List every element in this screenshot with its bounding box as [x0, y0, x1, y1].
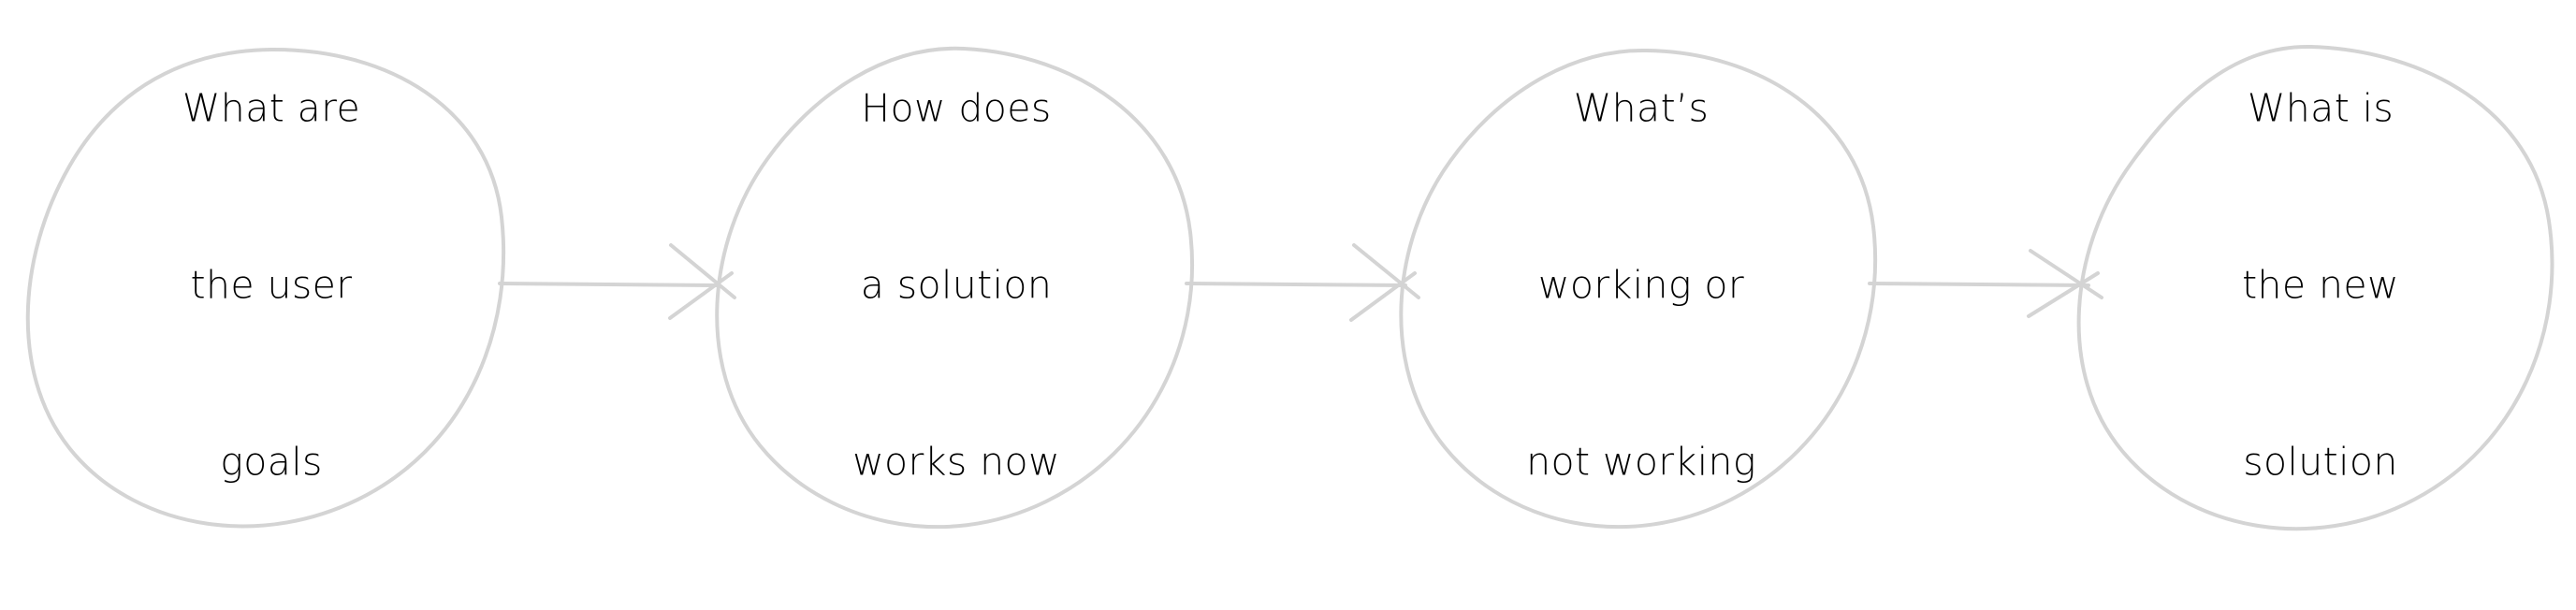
- node-label-3: What’s working or not working: [1526, 0, 1756, 610]
- arrow-shaft-1: [498, 282, 720, 287]
- flow-diagram-svg: [25, 44, 2554, 531]
- arrow-head-upper-1: [669, 243, 736, 299]
- connector-arrow-3[interactable]: [1868, 249, 2103, 318]
- node-4-line-1: What is: [2247, 85, 2394, 131]
- circle-outline-2: [715, 46, 1195, 530]
- node-2-line-3: works now: [852, 439, 1060, 485]
- node-4-line-2: the new: [2242, 262, 2399, 308]
- node-circle-4[interactable]: [2076, 44, 2554, 531]
- arrow-shaft-2: [1185, 282, 1407, 287]
- node-circle-3[interactable]: [1399, 48, 1878, 530]
- node-2-line-2: a solution: [860, 262, 1053, 308]
- node-label-1: What are the user goals: [182, 0, 360, 610]
- arrow-head-lower-2: [1349, 271, 1417, 322]
- arrow-head-upper-2: [1352, 243, 1420, 299]
- arrow-head-upper-3: [2029, 249, 2103, 299]
- node-circle-2[interactable]: [715, 46, 1195, 530]
- circle-outline-4: [2076, 44, 2554, 531]
- circle-outline-3: [1399, 48, 1878, 530]
- node-4-line-3: solution: [2243, 439, 2398, 485]
- node-3-line-1: What’s: [1573, 85, 1710, 131]
- node-3-line-2: working or: [1537, 262, 1745, 308]
- diagram-canvas: What are the user goals How does a solut…: [25, 44, 2554, 531]
- connector-arrow-1[interactable]: [498, 243, 736, 320]
- node-label-4: What is the new solution: [2242, 0, 2399, 610]
- arrow-shaft-3: [1868, 282, 2090, 287]
- node-1-line-3: goals: [220, 439, 323, 485]
- node-label-2: How does a solution works now: [852, 0, 1060, 610]
- arrow-head-lower-3: [2027, 271, 2100, 318]
- connector-arrow-2[interactable]: [1185, 243, 1420, 322]
- node-1-line-1: What are: [182, 85, 361, 131]
- circle-outline-1: [25, 47, 506, 529]
- node-3-line-3: not working: [1526, 439, 1756, 485]
- arrow-head-lower-1: [668, 271, 734, 320]
- node-2-line-1: How does: [861, 85, 1052, 131]
- node-1-line-2: the user: [190, 262, 353, 308]
- node-circle-1[interactable]: [25, 47, 506, 529]
